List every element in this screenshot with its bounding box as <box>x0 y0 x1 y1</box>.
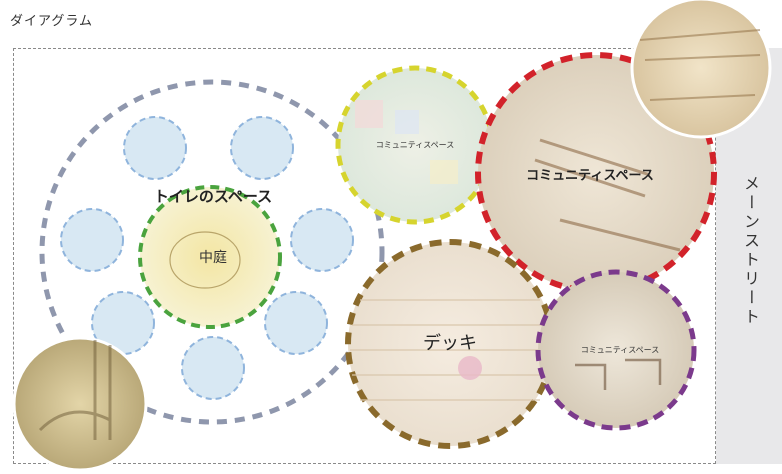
toilet-zone-ring <box>39 79 385 425</box>
toilet-circle <box>181 336 245 400</box>
deck-planks <box>350 299 550 401</box>
photo-inset-bottom-sketch <box>38 340 112 440</box>
toilet-circle <box>290 208 354 272</box>
toilet-space-label: トイレのスペース <box>153 187 273 206</box>
toilet-circle <box>230 116 294 180</box>
community-top-label: コミュニティスペース <box>375 140 455 150</box>
table-sketch <box>534 138 681 252</box>
community-right-label: コミュニティスペース <box>526 168 654 184</box>
photo-inset-top-sketch <box>639 29 761 101</box>
toilet-circle <box>264 291 328 355</box>
toilet-circle <box>60 208 124 272</box>
toilet-circle <box>123 116 187 180</box>
tile-sketch <box>395 110 419 134</box>
chair-sketch <box>575 358 662 390</box>
photo-inset-bottom <box>12 336 148 472</box>
deck-table-sketch <box>458 356 482 380</box>
deck-label: デッキ <box>423 333 477 354</box>
photo-inset-top <box>630 0 772 139</box>
community-bottom-label: コミュニティスペース <box>580 345 660 355</box>
diagram-title: ダイアグラム <box>10 14 93 29</box>
courtyard-label: 中庭 <box>199 250 227 266</box>
tile-sketch <box>430 160 458 184</box>
courtyard-circle <box>138 185 282 329</box>
courtyard-tree-sketch <box>169 231 241 289</box>
toilet-circle <box>91 291 155 355</box>
community-bottom-circle <box>535 269 697 431</box>
tile-sketch <box>355 100 383 128</box>
site-boundary <box>13 48 716 464</box>
main-street-label: メーンストリート <box>741 175 760 327</box>
